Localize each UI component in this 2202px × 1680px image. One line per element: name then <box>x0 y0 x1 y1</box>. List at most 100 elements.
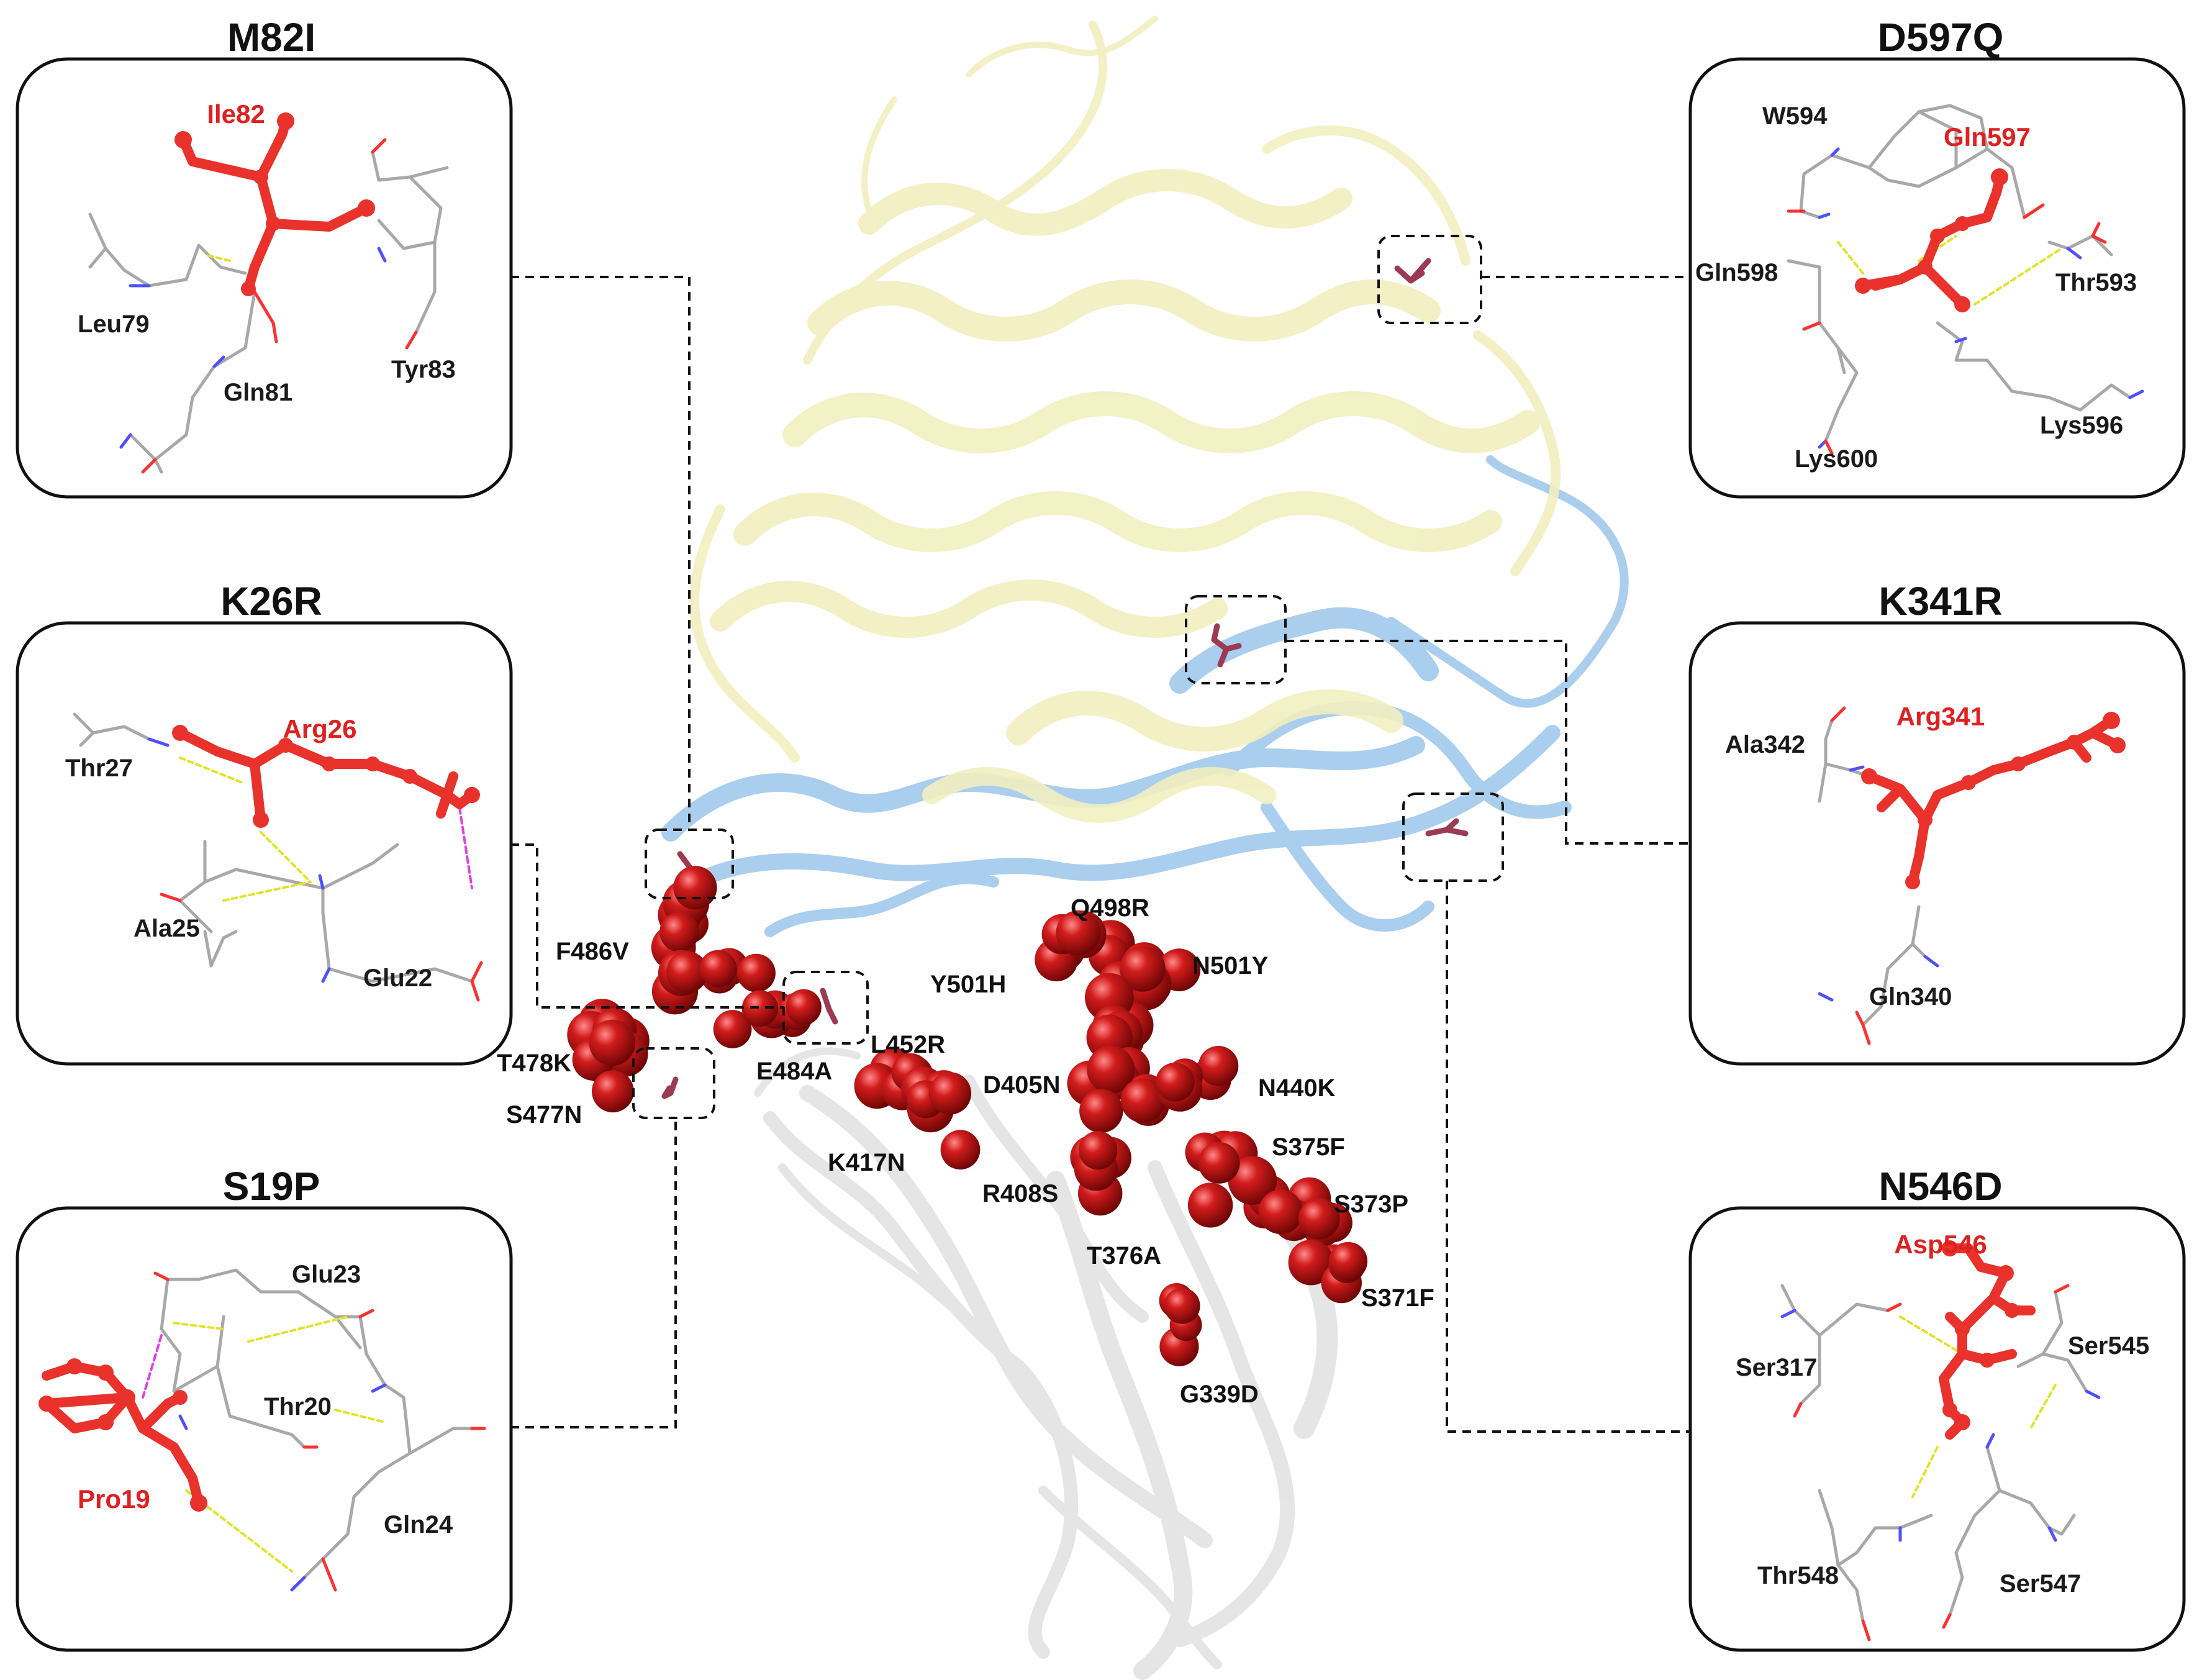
molecule-k341r <box>1818 706 2126 1045</box>
residue-label-d597q-1: Gln598 <box>1695 259 1778 286</box>
mutant-label-n546d: Asp546 <box>1894 1230 1987 1259</box>
rbd-label-9: K417N <box>828 1149 905 1176</box>
molecule-n546d <box>1780 1240 2101 1641</box>
mutation-sphere <box>1079 1131 1118 1170</box>
molecule-s19p <box>39 1268 486 1592</box>
mutation-sphere <box>1329 1242 1368 1281</box>
molecule-k26r <box>73 712 483 1002</box>
rbd-label-13: S373P <box>1334 1191 1408 1218</box>
mutant-label-k341r: Arg341 <box>1896 702 1985 731</box>
mutation-sphere <box>1120 946 1166 992</box>
mutation-sphere <box>1164 1287 1200 1324</box>
residue-label-m82i-1: Gln81 <box>224 379 292 406</box>
residue-label-d597q-3: Lys596 <box>2040 412 2123 439</box>
mutation-sphere <box>1288 1240 1334 1286</box>
mutation-sphere <box>666 951 709 993</box>
panel-title-n546d: N546D <box>1878 1164 2002 1209</box>
rbd-label-14: T376A <box>1087 1242 1161 1269</box>
rbd-label-2: S477N <box>506 1101 582 1128</box>
rbd-label-1: T478K <box>497 1050 571 1077</box>
residue-label-k341r-0: Ala342 <box>1725 731 1805 758</box>
mutation-sphere <box>1087 1045 1135 1094</box>
mutation-sphere <box>1056 910 1101 955</box>
mutation-sphere <box>737 953 776 992</box>
mutation-sphere <box>699 950 737 988</box>
panel-title-k341r: K341R <box>1878 579 2002 624</box>
molecule-m82i <box>88 112 449 474</box>
residue-label-s19p-2: Gln24 <box>384 1511 453 1538</box>
mutation-sphere <box>713 1010 752 1048</box>
panel-frame-s19p <box>16 1206 513 1652</box>
panel-title-k26r: K26R <box>220 579 322 624</box>
residue-label-k26r-2: Glu22 <box>363 965 432 992</box>
residue-label-n546d-2: Thr548 <box>1757 1562 1839 1589</box>
mutation-sphere <box>1198 1142 1240 1184</box>
connector-k341r <box>1285 640 1690 845</box>
mutation-sphere <box>592 1070 634 1113</box>
mutation-sphere <box>741 990 779 1027</box>
panel-title-d597q: D597Q <box>1878 15 2004 60</box>
ace2-ribbon <box>689 16 1561 823</box>
connector-m82i <box>510 276 691 830</box>
rbd-label-11: N440K <box>1258 1074 1336 1102</box>
residue-label-s19p-0: Glu23 <box>292 1261 361 1288</box>
rbd-mutation-labels: F486V T478K S477N E484A Q498R Y501H N501… <box>497 894 1434 1408</box>
panel-frame-k341r <box>1688 621 2186 1066</box>
panel-frame-k26r <box>16 621 513 1066</box>
rbd-label-12: S375F <box>1272 1133 1345 1161</box>
rbd-label-6: N501Y <box>1192 952 1269 979</box>
panel-d597q: D597Q Gln597 W594 Gln598 Thr593 Lys596 L… <box>1688 15 2186 499</box>
mutant-label-d597q: Gln597 <box>1944 122 2031 152</box>
mutation-sphere <box>1187 1183 1233 1228</box>
mutation-sphere <box>1079 1089 1123 1133</box>
residue-label-k26r-1: Ala25 <box>134 915 200 942</box>
protein-structure <box>567 16 1629 1680</box>
residue-label-n546d-1: Ser545 <box>2068 1332 2149 1360</box>
rbd-label-5: Y501H <box>930 971 1006 998</box>
mutant-label-k26r: Arg26 <box>283 714 356 743</box>
rbd-ribbon <box>661 455 1629 937</box>
mutation-sphere <box>659 912 700 952</box>
rbd-label-10: R408S <box>982 1180 1058 1207</box>
rbd-label-0: F486V <box>556 938 629 965</box>
panel-s19p: S19P Pro19 Glu23 Thr20 Gln24 <box>16 1164 513 1652</box>
residue-label-d597q-2: Thr593 <box>2055 269 2137 296</box>
residue-label-d597q-4: Lys600 <box>1795 445 1878 473</box>
residue-label-n546d-3: Ser547 <box>2000 1570 2081 1597</box>
mutation-sphere <box>786 989 822 1025</box>
residue-label-d597q-0: W594 <box>1762 102 1828 130</box>
connector-k26r <box>510 843 784 1009</box>
residue-label-k26r-0: Thr27 <box>65 755 133 782</box>
molecule-d597q <box>1787 104 2144 455</box>
mutation-sphere <box>1228 1156 1277 1205</box>
mutation-sphere <box>589 1019 636 1066</box>
mutation-sphere <box>673 866 717 910</box>
panel-k341r: K341R Arg341 Ala342 Gln340 <box>1688 579 2186 1066</box>
rbd-label-16: G339D <box>1180 1381 1259 1408</box>
mutant-label-s19p: Pro19 <box>78 1484 150 1514</box>
rbd-label-15: S371F <box>1361 1284 1434 1312</box>
residue-label-m82i-2: Tyr83 <box>391 356 456 383</box>
panel-title-m82i: M82I <box>227 15 315 60</box>
mutation-sphere <box>1156 1062 1195 1102</box>
panel-m82i: M82I Ile82 Leu79 Gln81 Tyr83 <box>16 15 513 499</box>
mutation-sphere <box>928 1072 972 1115</box>
residue-label-n546d-0: Ser317 <box>1736 1354 1817 1381</box>
residue-label-m82i-0: Leu79 <box>78 311 150 338</box>
rbd-label-4: Q498R <box>1071 894 1149 922</box>
mutant-label-m82i: Ile82 <box>207 99 265 129</box>
panel-n546d: N546D Asp546 Ser317 Ser545 Thr548 Ser547 <box>1688 1164 2186 1652</box>
panel-k26r: K26R Arg26 Thr27 Ala25 Glu22 <box>16 579 513 1066</box>
rbd-label-8: D405N <box>983 1071 1061 1099</box>
residue-label-s19p-1: Thr20 <box>264 1393 332 1420</box>
rbd-label-7: L452R <box>871 1031 945 1058</box>
site-box-d597q <box>1377 235 1482 324</box>
residue-label-k341r-1: Gln340 <box>1869 983 1952 1010</box>
rbd-label-3: E484A <box>756 1058 832 1085</box>
mutation-sphere <box>1258 1189 1303 1235</box>
site-box-s19p <box>632 1047 715 1119</box>
connector-n546d <box>1446 881 1690 1433</box>
site-box-n546d <box>1402 792 1504 882</box>
panel-title-s19p: S19P <box>223 1164 320 1209</box>
mutation-spheres <box>567 866 1368 1366</box>
